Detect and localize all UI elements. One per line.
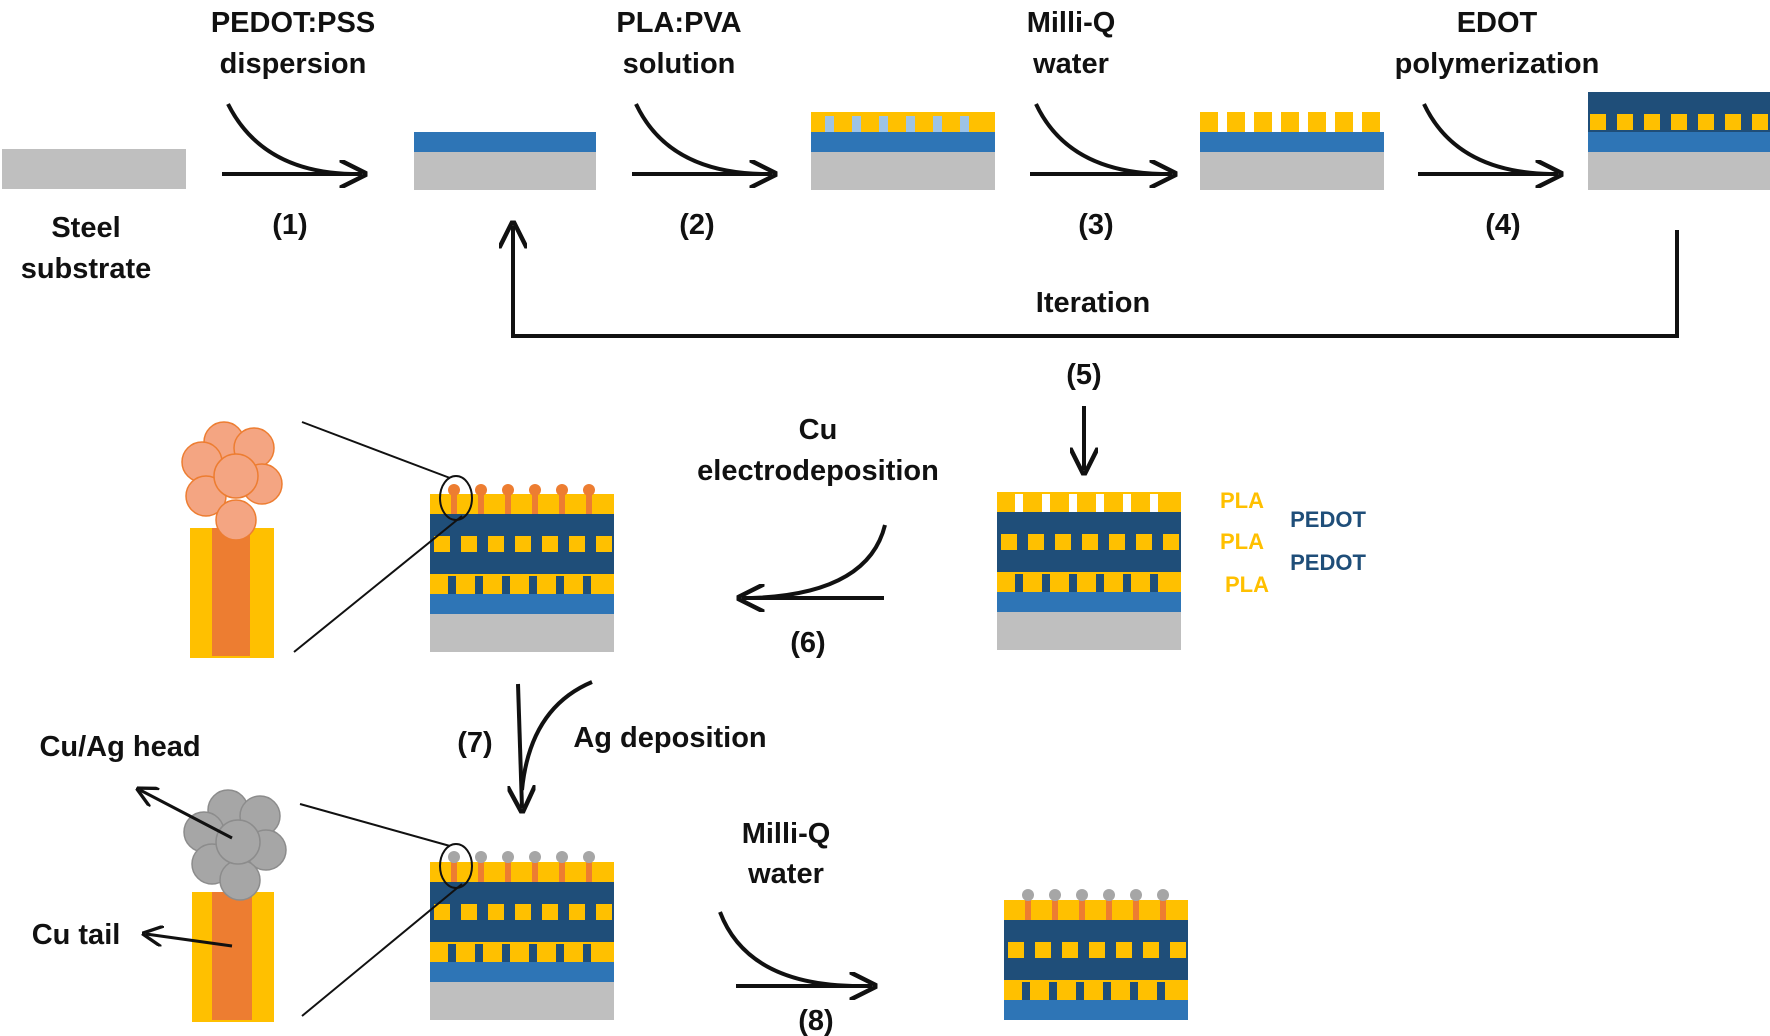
steel-label-1: Steel <box>51 212 120 244</box>
cu-ag-head-label: Cu/Ag head <box>39 731 200 763</box>
legend-pla-1: PLA <box>1220 488 1264 513</box>
legend-pla-2: PLA <box>1220 529 1264 554</box>
step-7-label: (7) <box>457 727 492 759</box>
step-2-label: (2) <box>679 209 714 241</box>
step-3-label: (3) <box>1078 209 1113 241</box>
step-2-arrow <box>632 103 772 174</box>
edot-label-1: EDOT <box>1457 7 1538 39</box>
milliq2-label-1: Milli-Q <box>742 818 831 850</box>
stage-ag-deposited <box>430 843 614 1020</box>
step-8-arrow <box>718 911 872 986</box>
step-3-arrow <box>1030 103 1172 174</box>
milliq-label-2: water <box>1032 48 1109 80</box>
cu-tail-label: Cu tail <box>32 919 121 951</box>
cu-nanowire-zoom <box>181 421 283 658</box>
stage-pla-pva-blend <box>811 112 995 190</box>
cu-tail-pointer <box>146 934 233 948</box>
step-8-label: (8) <box>798 1005 833 1036</box>
zoom-lines-bottom <box>299 803 463 1017</box>
step-6-label: (6) <box>790 627 825 659</box>
stage-final-membrane <box>1004 889 1188 1020</box>
stage-multilayer-stack <box>997 492 1181 650</box>
layer-legend: PLA PLA PLA PEDOT PEDOT <box>1220 488 1366 597</box>
stage-pedot-coated <box>414 132 596 190</box>
cu-ag-nanowire-zoom <box>183 789 287 1022</box>
cu-label-1: Cu <box>799 414 838 446</box>
zoom-lines-top <box>293 421 463 653</box>
step-6-arrow <box>742 524 887 598</box>
cu-label-2: electrodeposition <box>697 455 939 487</box>
steel-label-2: substrate <box>21 253 152 285</box>
ag-deposition-label: Ag deposition <box>573 722 766 754</box>
pedot-pss-label-2: dispersion <box>220 48 367 80</box>
pla-pva-label-1: PLA:PVA <box>616 7 741 39</box>
step-5-label: (5) <box>1066 359 1101 391</box>
step-7-arrow <box>518 680 593 808</box>
milliq2-label-2: water <box>747 858 824 890</box>
step-1-label: (1) <box>272 209 307 241</box>
stage-porous-pla <box>1200 112 1384 190</box>
step-1-arrow <box>222 103 362 174</box>
iteration-loop-arrow <box>513 226 1679 338</box>
pedot-pss-label-1: PEDOT:PSS <box>211 7 375 39</box>
step-4-label: (4) <box>1485 209 1520 241</box>
legend-pla-3: PLA <box>1225 572 1269 597</box>
steel-layer <box>2 149 186 189</box>
step-4-arrow <box>1418 103 1558 174</box>
milliq-label-1: Milli-Q <box>1027 7 1116 39</box>
legend-pedot-2: PEDOT <box>1290 550 1366 575</box>
stage-cu-deposited <box>430 475 614 652</box>
pla-pva-label-2: solution <box>623 48 736 80</box>
stage-edot-polymerized <box>1588 92 1770 190</box>
steel-substrate-stage <box>2 149 186 189</box>
cu-ag-head-pointer <box>140 790 233 840</box>
legend-pedot-1: PEDOT <box>1290 507 1366 532</box>
edot-label-2: polymerization <box>1395 48 1600 80</box>
iteration-label: Iteration <box>1036 287 1150 319</box>
